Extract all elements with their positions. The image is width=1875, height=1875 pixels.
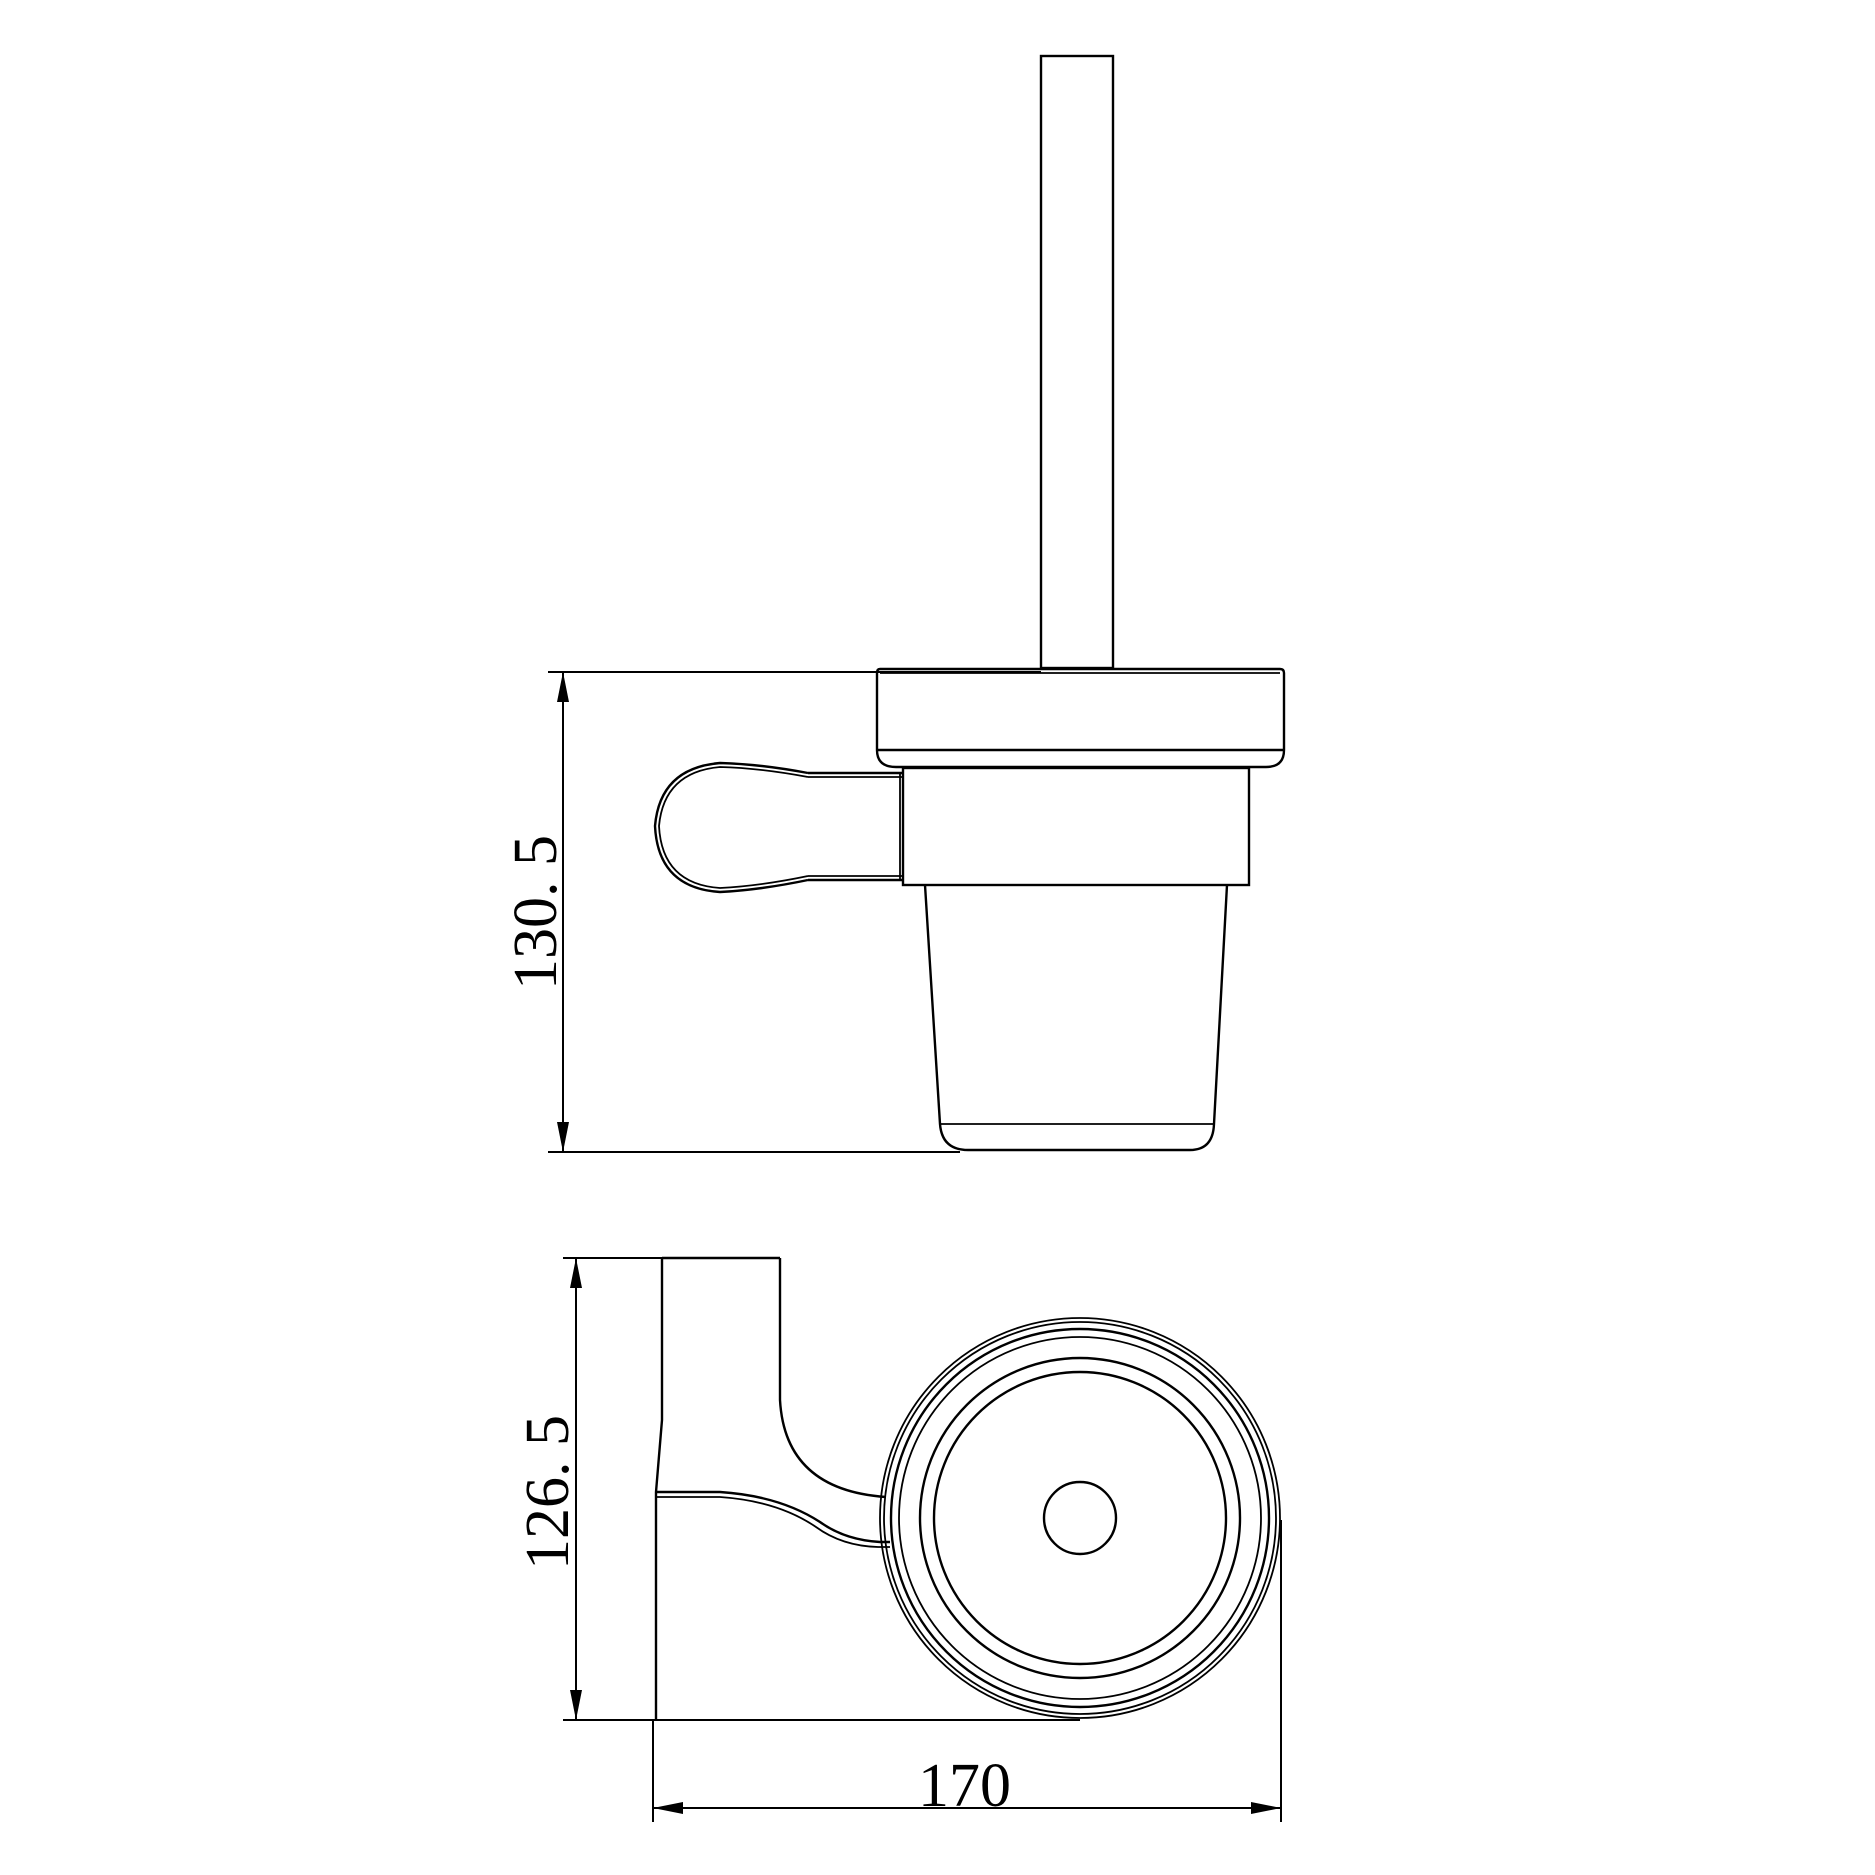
- side-view: 130. 5: [502, 54, 1286, 1153]
- dimension-height-top: 126. 5: [514, 1257, 1080, 1721]
- dimension-label-130-5: 130. 5: [502, 835, 570, 990]
- brush-rod-hole: [1042, 1480, 1118, 1556]
- dimension-label-126-5: 126. 5: [514, 1415, 582, 1570]
- wall-bracket-plate: [654, 1256, 890, 1720]
- holder-collar: [901, 766, 1251, 887]
- wall-bracket-loop: [653, 761, 904, 894]
- glass-cup: [923, 884, 1229, 1152]
- dimension-height-side: 130. 5: [502, 671, 1041, 1153]
- brush-handle-rod: [1039, 54, 1115, 670]
- top-view: 126. 5 170: [514, 1256, 1282, 1822]
- dimension-label-170: 170: [918, 1752, 1011, 1820]
- dimension-width: 170: [652, 1520, 1282, 1822]
- cup-top-circles: [879, 1317, 1281, 1719]
- holder-lid: [875, 667, 1286, 769]
